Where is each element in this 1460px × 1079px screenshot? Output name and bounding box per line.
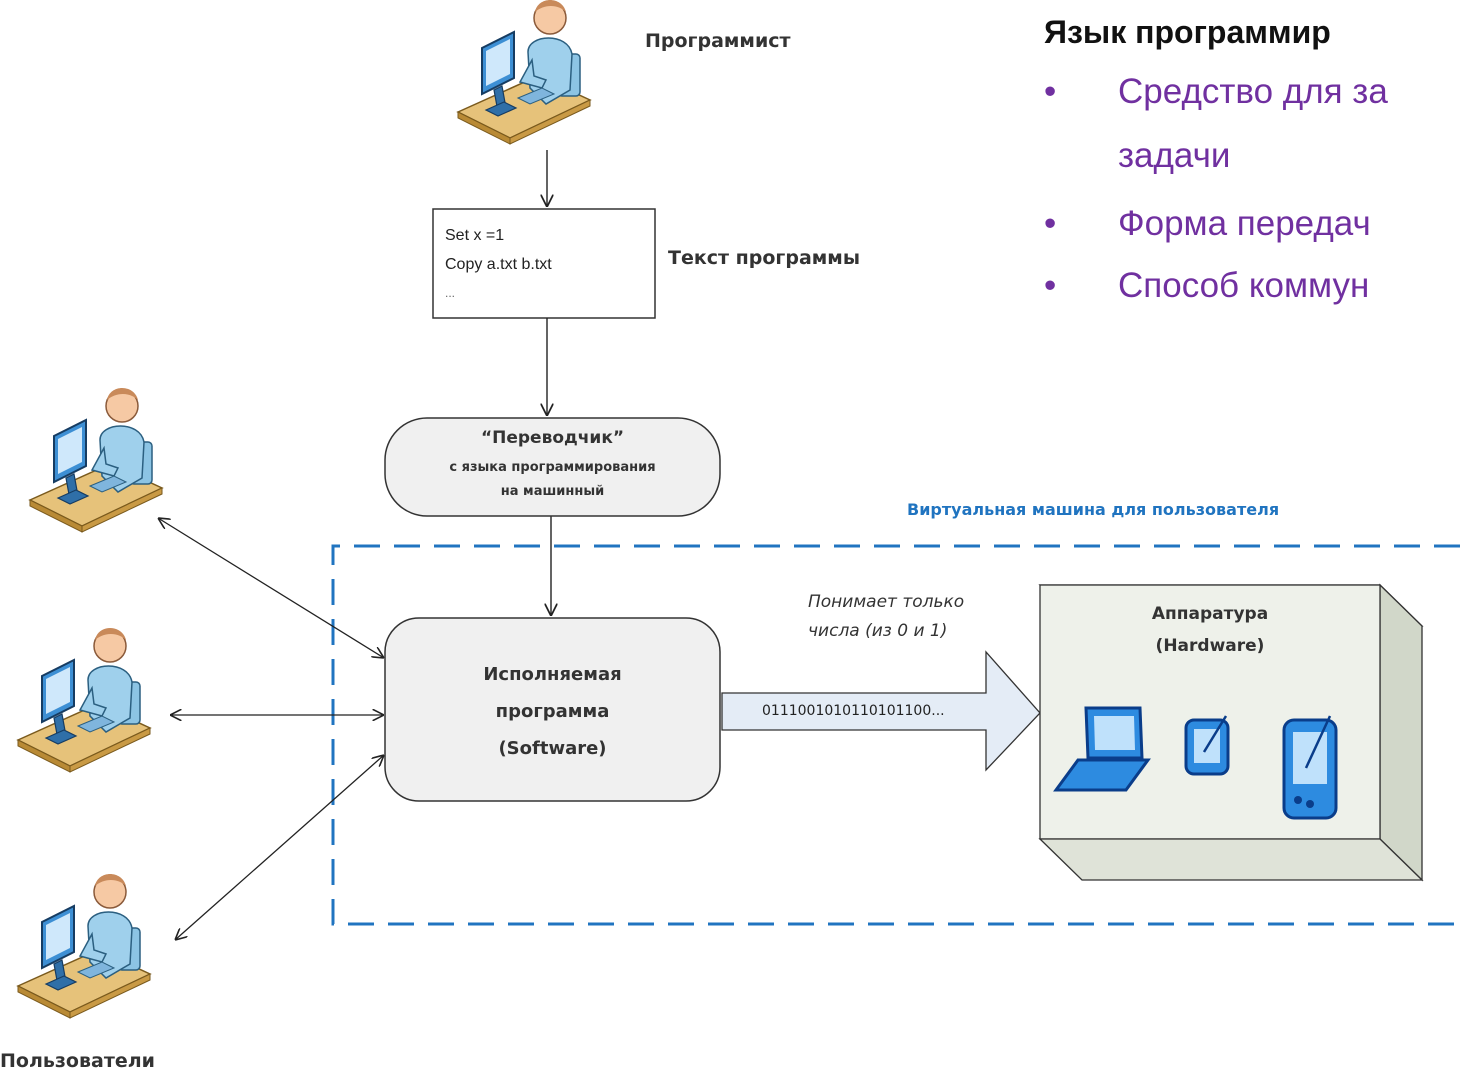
bullet-text: задачи [1118,136,1231,175]
user-workstation-icon [17,627,151,773]
executable-box [384,617,721,802]
arrow-user3-executable [175,755,384,940]
translator-title: “Переводчик” [480,428,625,448]
user-workstation-icon [17,873,151,1019]
bullet-item: • Форма передач [1044,204,1460,248]
executable-line1: Исполняемая [483,664,622,685]
bullet-marker: • [1044,204,1057,243]
signal-note-line2: числа (из 0 и 1) [808,621,948,641]
virtual-machine-border [331,544,1460,926]
hardware-line2: (Hardware) [1155,636,1265,656]
pda-icon [1282,715,1338,820]
signal-note-line1: Понимает только [808,592,965,612]
hardware-line1: Аппаратура [1151,604,1269,624]
binary-stream: 0111001010110101100... [762,703,945,719]
program-code-line: Copy a.txt b.txt [445,256,552,273]
bullet-item: • Средство для за [1044,72,1460,116]
bullet-marker: • [1044,72,1057,111]
arrow-user1-executable [158,518,384,658]
translator-box [384,417,721,517]
bullet-item: • Способ коммун [1044,266,1460,310]
laptop-icon [1053,706,1151,792]
program-text-label: Текст программы [668,247,861,269]
user-workstation-icon [29,387,163,533]
program-code-ellipsis: ... [445,286,456,300]
slide-title: Язык программир [1044,14,1331,50]
program-code-line: Set x =1 [445,227,505,244]
slide-text-panel: Язык программир • Средство для за задачи… [1044,8,1460,338]
programmer-label: Программист [645,30,791,52]
bullet-text: Средство для за [1118,72,1388,111]
virtual-machine-label: Виртуальная машина для пользователя [907,500,1280,519]
users-label: Пользователи [0,1050,155,1072]
bullet-text: Способ коммун [1118,266,1370,305]
translator-line2: на машинный [500,484,605,499]
binary-signal-arrow [721,650,1041,772]
tablet-icon [1184,715,1230,776]
bullet-marker: • [1044,266,1057,305]
program-text-box [432,208,656,319]
programmer-workstation-icon [457,0,591,145]
bullet-text: Форма передач [1118,204,1371,243]
translator-line1: с языка программирования [449,460,656,475]
bullet-item: задачи [1044,136,1460,180]
executable-line3: (Software) [498,738,607,759]
executable-line2: программа [495,701,610,722]
